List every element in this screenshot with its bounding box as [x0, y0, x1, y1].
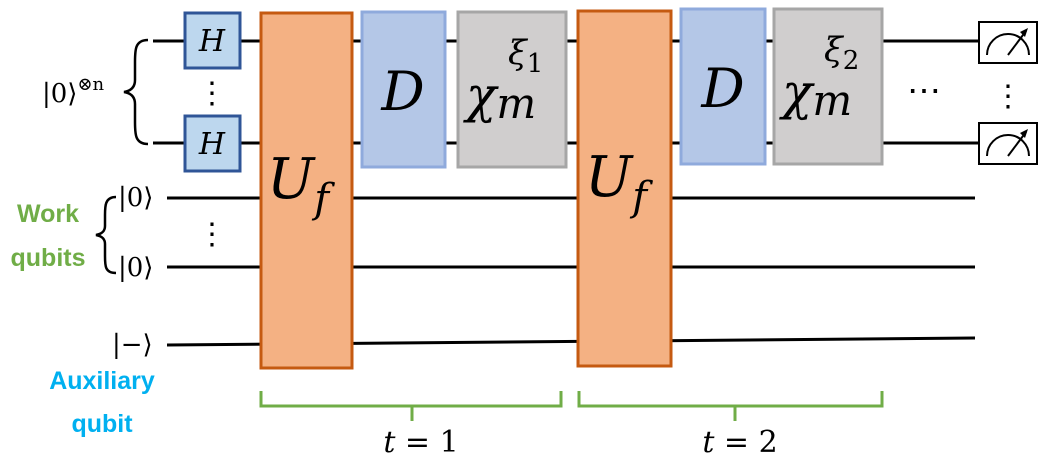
chi-superscript: ξ2	[824, 30, 859, 76]
chi-superscript: ξ1	[508, 33, 543, 79]
measure-top	[978, 21, 1038, 64]
work-qubits-brace	[95, 195, 117, 275]
hadamard-label: H	[198, 24, 226, 59]
input-work-top: |0⟩	[118, 183, 153, 213]
aux-label-line2: qubit	[71, 410, 133, 438]
input-search-register: |0⟩⊗n	[42, 74, 105, 109]
input-auxiliary: |−⟩	[112, 330, 153, 360]
meter-icon	[986, 28, 1030, 56]
oracle-gate-2: Uf	[576, 9, 673, 368]
chi-gate-1: χm ξ1	[456, 10, 568, 169]
hadamard-gate-bottom: H	[183, 114, 242, 173]
chi-label: χm	[779, 63, 852, 125]
hadamard-label: H	[198, 127, 226, 162]
hadamard-gate-top: H	[183, 11, 242, 70]
oracle-gate-1: Uf	[259, 11, 354, 370]
measure-bottom	[978, 122, 1038, 165]
meter-icon	[986, 129, 1030, 157]
diffusion-gate-1: D	[360, 10, 447, 169]
aux-label-line1: Auxiliary	[49, 367, 155, 395]
work-label-line2: qubits	[11, 244, 86, 272]
search-register-brace	[123, 38, 149, 146]
search-vdots: ⋮	[197, 76, 227, 111]
measure-vdots: ⋮	[993, 79, 1023, 114]
diffusion-gate-2: D	[679, 7, 767, 166]
chi-gate-2: χm ξ2	[772, 7, 884, 166]
continuation-ellipsis: ⋯	[907, 71, 941, 111]
step-bracket-2	[577, 391, 884, 421]
input-work-bottom: |0⟩	[118, 253, 153, 283]
step-bracket-1	[259, 391, 563, 421]
diffusion-label: D	[700, 57, 744, 120]
chi-label: χm	[463, 66, 536, 128]
work-label-line1: Work	[17, 200, 79, 228]
diffusion-label: D	[380, 60, 424, 123]
step-label-1: t = 1	[383, 425, 458, 460]
ellipsis-gap	[896, 80, 956, 110]
work-vdots: ⋮	[197, 217, 227, 252]
step-label-2: t = 2	[702, 425, 777, 460]
